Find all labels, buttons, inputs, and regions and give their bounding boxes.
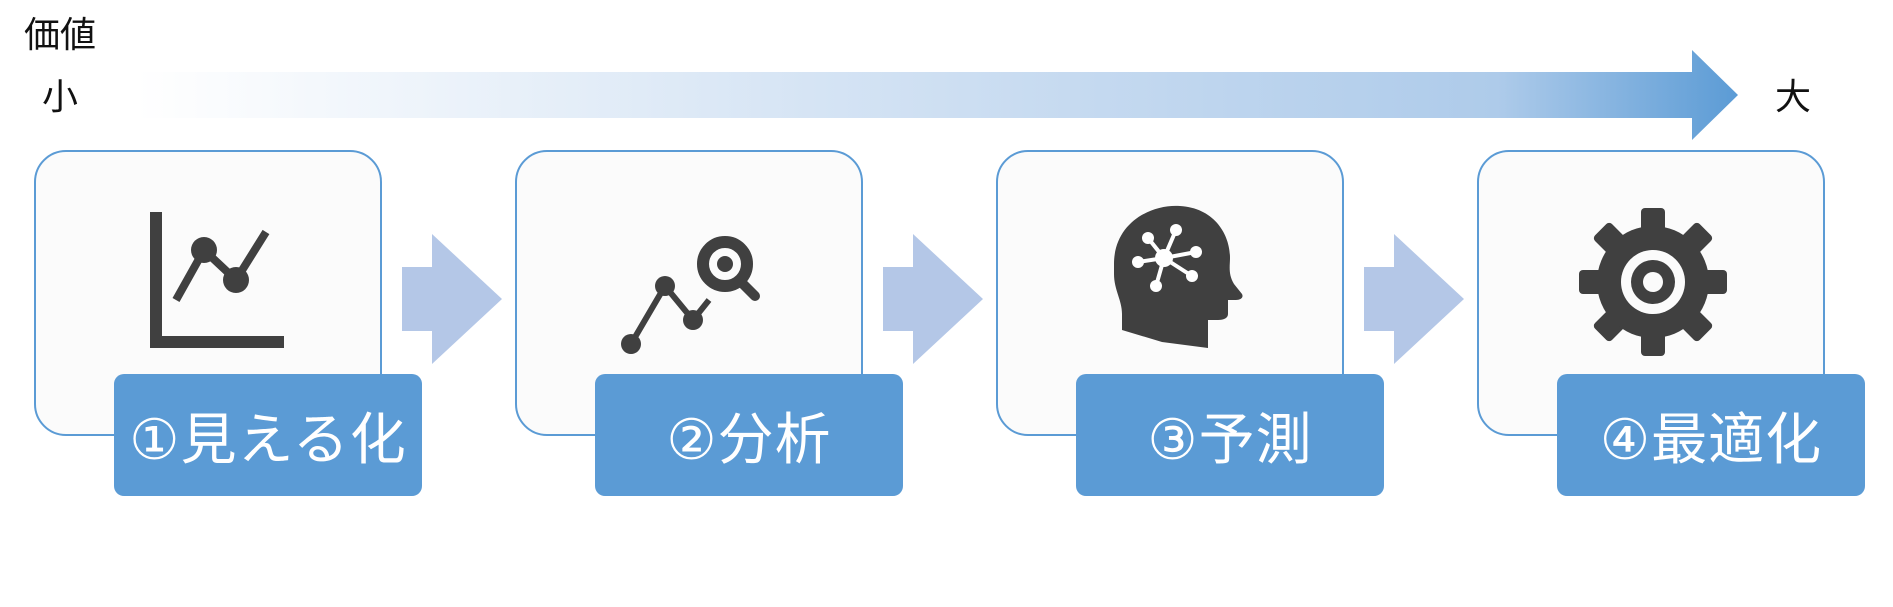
step-label-visualize: ①見える化: [114, 374, 422, 496]
step-arrow-1: [402, 234, 502, 364]
value-axis-max-label: 大: [1775, 77, 1812, 118]
step-label-prediction: ③予測: [1076, 374, 1384, 496]
value-gradient-arrow: [136, 50, 1738, 140]
step-label-analysis: ②分析: [595, 374, 903, 496]
line-chart-icon: [150, 212, 284, 348]
value-axis-title: 価値: [24, 15, 97, 56]
value-axis-min-label: 小: [42, 77, 79, 118]
analysis-magnifier-icon: [621, 236, 760, 354]
step-arrow-3: [1364, 234, 1464, 364]
gear-icon: [1579, 208, 1727, 356]
brain-head-icon: [1114, 205, 1243, 348]
step-label-optimization: ④最適化: [1557, 374, 1865, 496]
step-arrow-2: [883, 234, 983, 364]
